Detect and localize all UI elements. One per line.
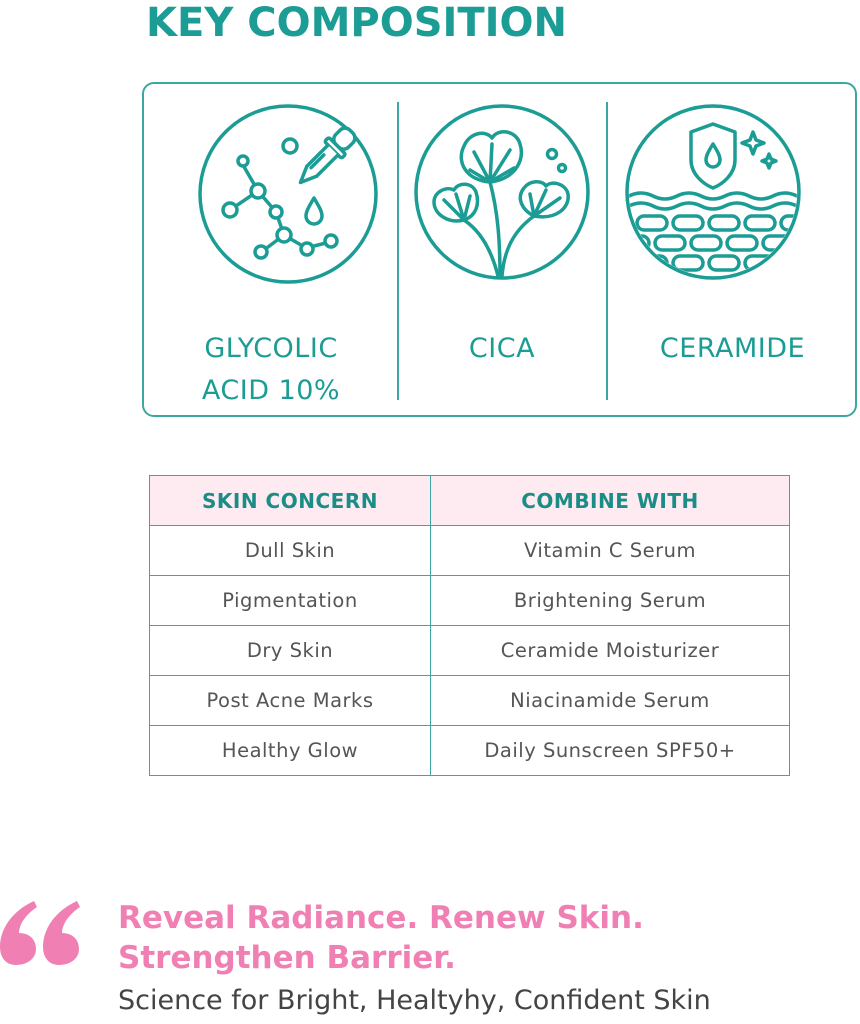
skin-concern-table: SKIN CONCERN COMBINE WITH Dull Skin Vita… [149, 475, 790, 776]
divider [397, 102, 399, 400]
skin-concern-cell: Post Acne Marks [149, 675, 431, 726]
skin-barrier-shield-icon [625, 104, 801, 280]
tagline-line1: Reveal Radiance. Renew Skin. [118, 900, 644, 936]
combine-with-cell: Daily Sunscreen SPF50+ [430, 725, 790, 776]
table-row: Healthy Glow Daily Sunscreen SPF50+ [149, 725, 790, 776]
key-composition-panel: GLYCOLIC ACID 10% [142, 82, 857, 417]
composition-item-cica: CICA [399, 84, 605, 415]
molecule-dropper-icon [198, 104, 378, 284]
skin-concern-cell: Dull Skin [149, 525, 431, 576]
skin-concern-cell: Dry Skin [149, 625, 431, 676]
table-row: Pigmentation Brightening Serum [149, 575, 790, 626]
composition-label: CERAMIDE [608, 328, 857, 370]
tagline: Reveal Radiance. Renew Skin. Strengthen … [118, 898, 644, 978]
composition-item-ceramide: CERAMIDE [608, 84, 857, 415]
tagline-line2: Strengthen Barrier. [118, 940, 456, 976]
combine-with-cell: Niacinamide Serum [430, 675, 790, 726]
table-row: Dry Skin Ceramide Moisturizer [149, 625, 790, 676]
table-header-row: SKIN CONCERN COMBINE WITH [149, 475, 790, 526]
skin-concern-cell: Pigmentation [149, 575, 431, 626]
table-row: Dull Skin Vitamin C Serum [149, 525, 790, 576]
table-row: Post Acne Marks Niacinamide Serum [149, 675, 790, 726]
column-header-combine-with: COMBINE WITH [430, 475, 790, 526]
combine-with-cell: Vitamin C Serum [430, 525, 790, 576]
divider [606, 102, 608, 400]
column-header-skin-concern: SKIN CONCERN [149, 475, 431, 526]
subline: Science for Bright, Healtyhy, Confident … [118, 985, 711, 1016]
composition-label-line1: GLYCOLIC [204, 333, 338, 364]
composition-label-line1: CERAMIDE [659, 333, 806, 364]
combine-with-cell: Brightening Serum [430, 575, 790, 626]
page-title: KEY COMPOSITION [146, 0, 568, 46]
quote-mark-icon [0, 901, 80, 965]
composition-label-line2: ACID 10% [201, 375, 341, 406]
composition-label-line1: CICA [468, 333, 536, 364]
combine-with-cell: Ceramide Moisturizer [430, 625, 790, 676]
skin-concern-cell: Healthy Glow [149, 725, 431, 776]
cica-plant-icon [414, 104, 590, 280]
composition-label: GLYCOLIC ACID 10% [144, 328, 398, 412]
composition-label: CICA [399, 328, 605, 370]
composition-item-glycolic-acid: GLYCOLIC ACID 10% [144, 84, 398, 415]
